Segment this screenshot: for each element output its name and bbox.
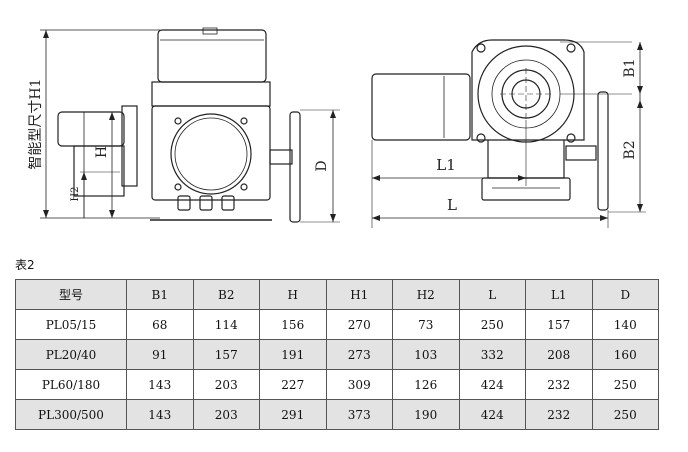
technical-drawing: 智能型尺寸H1 H H2 D [28,27,646,228]
header-cell: B1 [126,279,194,310]
header-cell: B2 [192,279,260,310]
table-cell: 160 [591,339,659,370]
right-view [371,39,646,228]
table-cell: 208 [525,339,593,370]
table-cell: PL60/180 [15,369,127,400]
table-cell: 250 [591,369,659,400]
table-cell: 103 [392,339,460,370]
label-d: D [314,160,330,171]
left-view-labels: 智能型尺寸H1 H H2 D [28,78,330,201]
table-cell: 203 [192,399,260,430]
table-cell: 291 [259,399,327,430]
table-cell: 190 [392,399,460,430]
table-row: PL20/40 91 157 191 273 103 332 208 160 [15,339,659,370]
table-cell: 203 [192,369,260,400]
label-b1: B1 [622,58,638,77]
label-l1: L1 [436,156,456,174]
table-cell: 143 [126,399,194,430]
left-view [40,27,340,223]
table-row: PL300/500 143 203 291 373 190 424 232 25… [15,399,659,430]
header-cell: H [259,279,327,310]
table-cell: 424 [458,399,526,430]
table-cell: 273 [325,339,393,370]
label-h1: 智能型尺寸H1 [28,78,44,169]
table-cell: 91 [126,339,194,370]
table-cell: PL20/40 [15,339,127,370]
table-cell: 157 [525,309,593,340]
table-cell: 250 [591,399,659,430]
table-cell: 126 [392,369,460,400]
table-cell: 373 [325,399,393,430]
table-cell: PL05/15 [15,309,127,340]
table-cell: 156 [259,309,327,340]
table-row: PL60/180 143 203 227 309 126 424 232 250 [15,369,659,400]
label-b2: B2 [622,140,638,159]
table-cell: 68 [126,309,194,340]
table-cell: 114 [192,309,260,340]
header-cell: H1 [325,279,393,310]
table-cell: 73 [392,309,460,340]
table-cell: 309 [325,369,393,400]
label-l: L [447,196,457,214]
table-cell: 232 [525,399,593,430]
table-cell: 143 [126,369,194,400]
label-h: H [94,146,110,158]
label-h2: H2 [70,186,81,201]
table-cell: 232 [525,369,593,400]
header-cell: L [458,279,526,310]
table-cell: 332 [458,339,526,370]
table-row: PL05/15 68 114 156 270 73 250 157 140 [15,309,659,340]
table-cell: 157 [192,339,260,370]
table-cell: 140 [591,309,659,340]
spec-table: 型号 B1 B2 H H1 H2 L L1 D PL05/15 68 114 1… [15,279,659,430]
table-cell: 227 [259,369,327,400]
table-cell: 270 [325,309,393,340]
table-caption: 表2 [15,258,35,272]
header-cell: 型号 [15,279,127,310]
table-header-row: 型号 B1 B2 H H1 H2 L L1 D [15,279,659,310]
header-cell: L1 [525,279,593,310]
right-view-labels: B1 B2 L1 L [436,58,638,214]
table-cell: 424 [458,369,526,400]
table-cell: 191 [259,339,327,370]
table-cell: 250 [458,309,526,340]
table-cell: PL300/500 [15,399,127,430]
header-cell: D [591,279,659,310]
header-cell: H2 [392,279,460,310]
